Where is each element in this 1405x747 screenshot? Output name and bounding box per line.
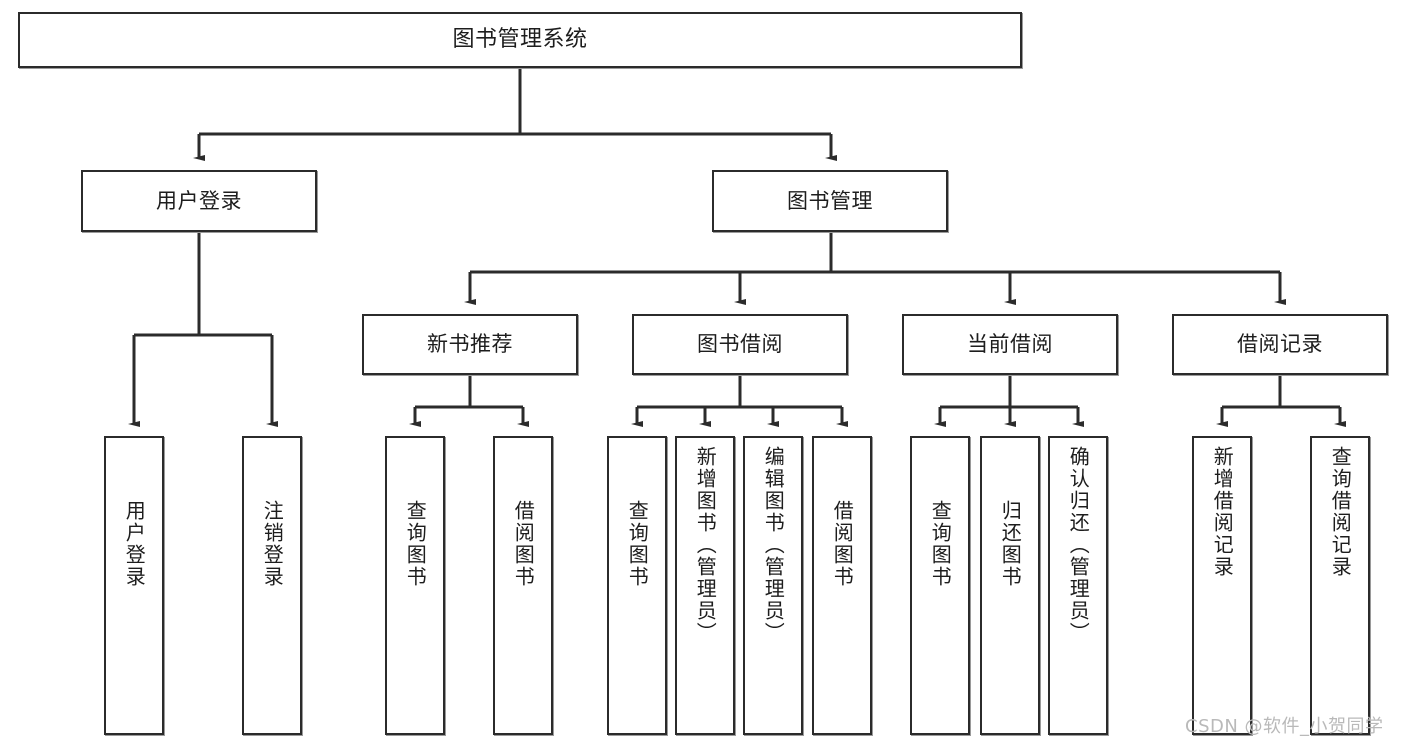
node-leaf-return-book[interactable]: 归还图书 xyxy=(980,436,1040,735)
node-root-system[interactable]: 图书管理系统 xyxy=(18,12,1022,68)
node-label: 新增借阅记录 xyxy=(1210,446,1235,578)
node-leaf-borrow-book-recommend[interactable]: 借阅图书 xyxy=(493,436,553,735)
node-leaf-add-book-admin[interactable]: 新增图书（管理员） xyxy=(675,436,735,735)
node-label: 图书借阅 xyxy=(697,332,783,357)
node-label: 图书管理系统 xyxy=(452,27,588,53)
node-label: 查询图书 xyxy=(928,500,953,588)
node-leaf-query-book-recommend[interactable]: 查询图书 xyxy=(385,436,445,735)
node-label: 图书管理 xyxy=(787,188,873,213)
node-label: 新书推荐 xyxy=(427,332,513,357)
csdn-watermark: CSDN @软件_小贺同学 xyxy=(1185,716,1384,737)
node-leaf-query-book-current[interactable]: 查询图书 xyxy=(910,436,970,735)
node-new-book-recommend[interactable]: 新书推荐 xyxy=(362,314,578,375)
node-label: 查询图书 xyxy=(403,500,428,588)
node-label: 注销登录 xyxy=(260,500,285,588)
node-label: 查询借阅记录 xyxy=(1328,446,1353,578)
node-leaf-query-borrow-record[interactable]: 查询借阅记录 xyxy=(1310,436,1370,735)
node-label: 确认归还（管理员） xyxy=(1066,446,1091,644)
node-label: 编辑图书（管理员） xyxy=(761,446,786,644)
node-book-management[interactable]: 图书管理 xyxy=(712,170,948,232)
node-label: 用户登录 xyxy=(122,500,147,588)
node-label: 用户登录 xyxy=(156,188,242,213)
node-leaf-query-book-borrow[interactable]: 查询图书 xyxy=(607,436,667,735)
node-book-borrow[interactable]: 图书借阅 xyxy=(632,314,848,375)
node-leaf-logout[interactable]: 注销登录 xyxy=(242,436,302,735)
node-leaf-edit-book-admin[interactable]: 编辑图书（管理员） xyxy=(743,436,803,735)
node-current-borrow[interactable]: 当前借阅 xyxy=(902,314,1118,375)
node-borrow-record[interactable]: 借阅记录 xyxy=(1172,314,1388,375)
node-leaf-user-login[interactable]: 用户登录 xyxy=(104,436,164,735)
node-label: 新增图书（管理员） xyxy=(693,446,718,644)
node-leaf-add-borrow-record[interactable]: 新增借阅记录 xyxy=(1192,436,1252,735)
node-label: 查询图书 xyxy=(625,500,650,588)
node-label: 借阅图书 xyxy=(830,500,855,588)
node-label: 借阅记录 xyxy=(1237,332,1323,357)
node-leaf-confirm-return-admin[interactable]: 确认归还（管理员） xyxy=(1048,436,1108,735)
node-label: 借阅图书 xyxy=(511,500,536,588)
node-leaf-borrow-book[interactable]: 借阅图书 xyxy=(812,436,872,735)
node-user-login[interactable]: 用户登录 xyxy=(81,170,317,232)
node-label: 归还图书 xyxy=(998,500,1023,588)
node-label: 当前借阅 xyxy=(967,332,1053,357)
